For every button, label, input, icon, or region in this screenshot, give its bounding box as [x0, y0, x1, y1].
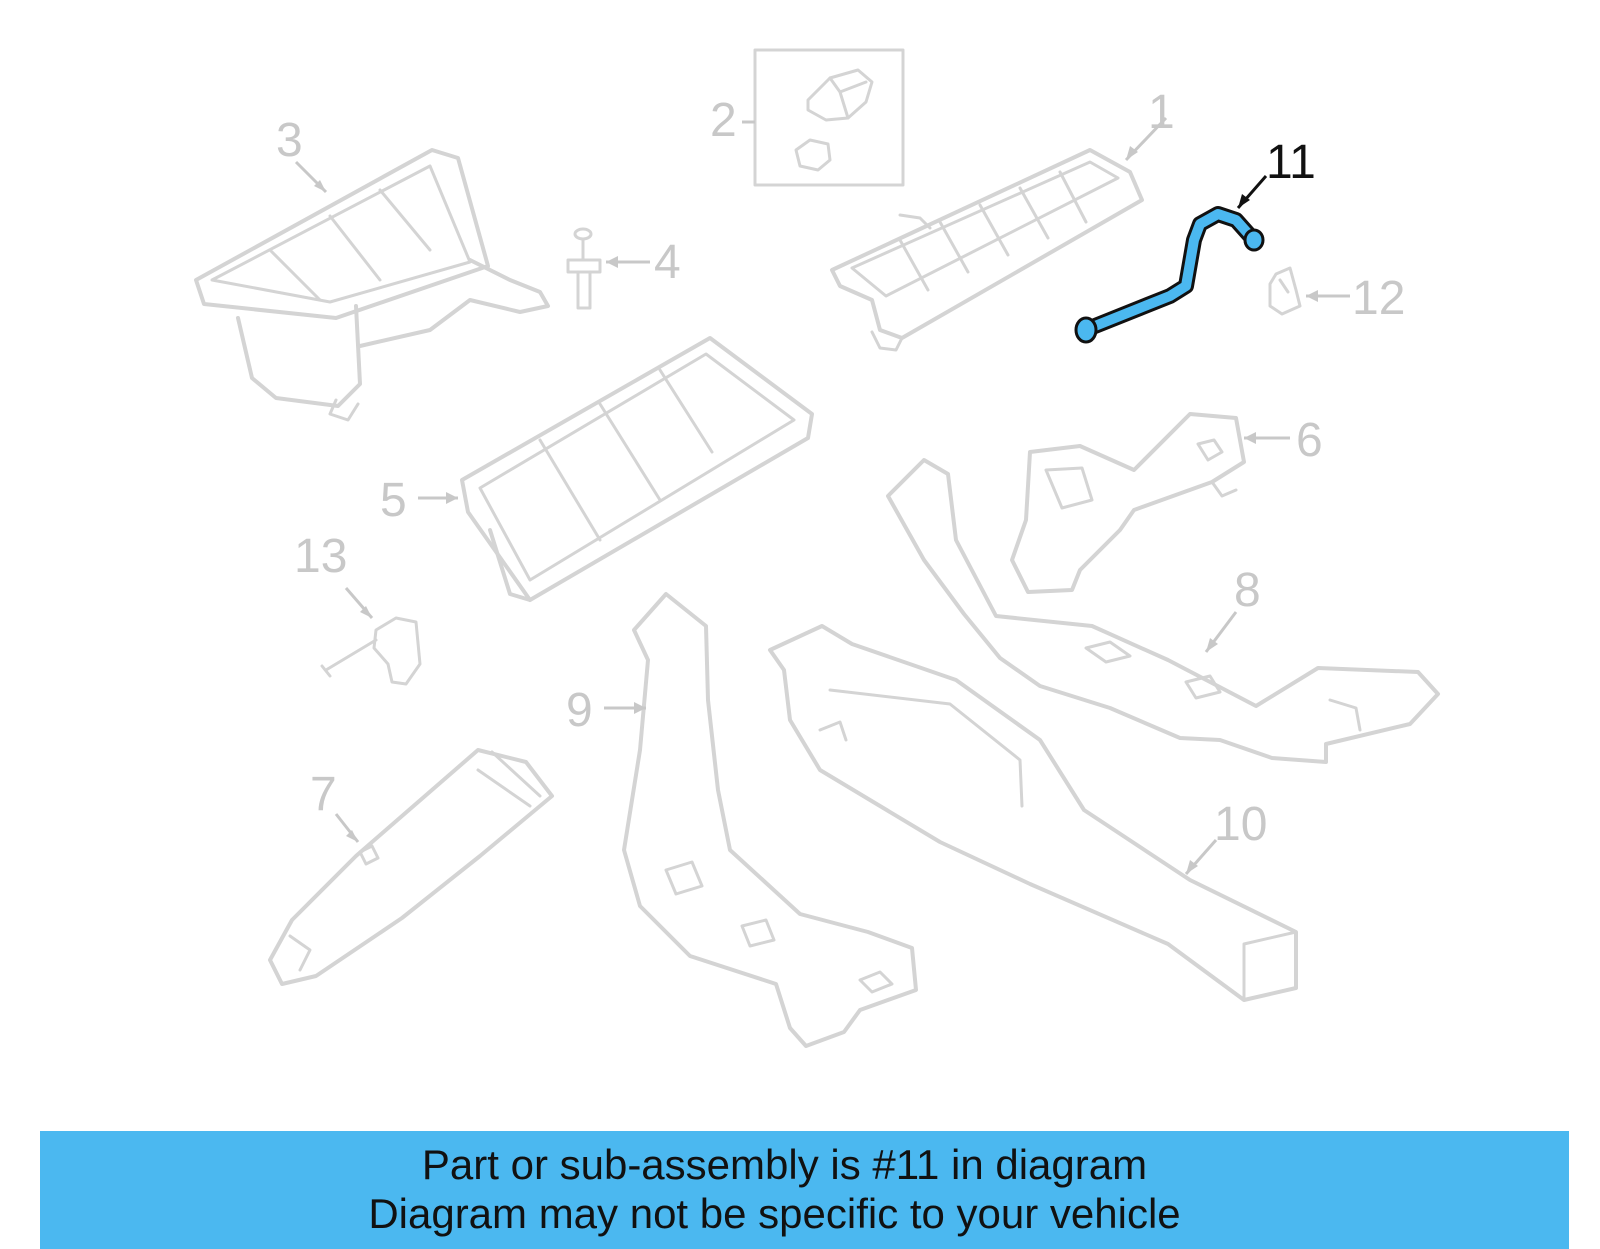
parts-diagram: 1 2 3 4 5 6 7 8 9 10 11 12 13: [194, 48, 1440, 1048]
callout-label-3: 3: [276, 114, 303, 167]
part-4-bolt: [566, 227, 650, 310]
info-banner: Part or sub-assembly is #11 in diagram D…: [40, 1131, 1569, 1249]
part-13-sensor: [320, 587, 422, 686]
callout-label-12: 12: [1352, 272, 1405, 325]
part-1-vent-grille: [830, 116, 1168, 352]
part-10-rear-duct: [768, 624, 1298, 1002]
part-2-clip-set: [742, 48, 905, 187]
part-7-side-duct: [268, 748, 554, 986]
callout-label-11: 11: [1266, 136, 1316, 189]
callout-label-1: 1: [1148, 86, 1175, 139]
part-12-retainer-clip: [1268, 266, 1350, 316]
callout-label-4: 4: [654, 236, 681, 289]
callout-label-7: 7: [310, 768, 337, 821]
callout-label-6: 6: [1296, 414, 1323, 467]
callout-label-13: 13: [294, 530, 347, 583]
banner-disclaimer: Diagram may not be specific to your vehi…: [368, 1190, 1181, 1237]
part-6-duct-branch: [1010, 412, 1290, 594]
callout-label-10: 10: [1214, 798, 1267, 851]
callout-label-9: 9: [566, 684, 593, 737]
part-5-duct-frame: [418, 336, 814, 602]
part-11-hose: [1074, 175, 1268, 344]
callout-label-8: 8: [1234, 564, 1261, 617]
part-3-air-box-housing: [194, 148, 550, 422]
part-8-floor-duct: [886, 458, 1440, 764]
callout-label-2: 2: [710, 94, 737, 147]
banner-part-note: Part or sub-assembly is #11 in diagram: [421, 1141, 1148, 1188]
part-9-center-duct: [604, 592, 918, 1048]
callout-label-5: 5: [380, 474, 407, 527]
